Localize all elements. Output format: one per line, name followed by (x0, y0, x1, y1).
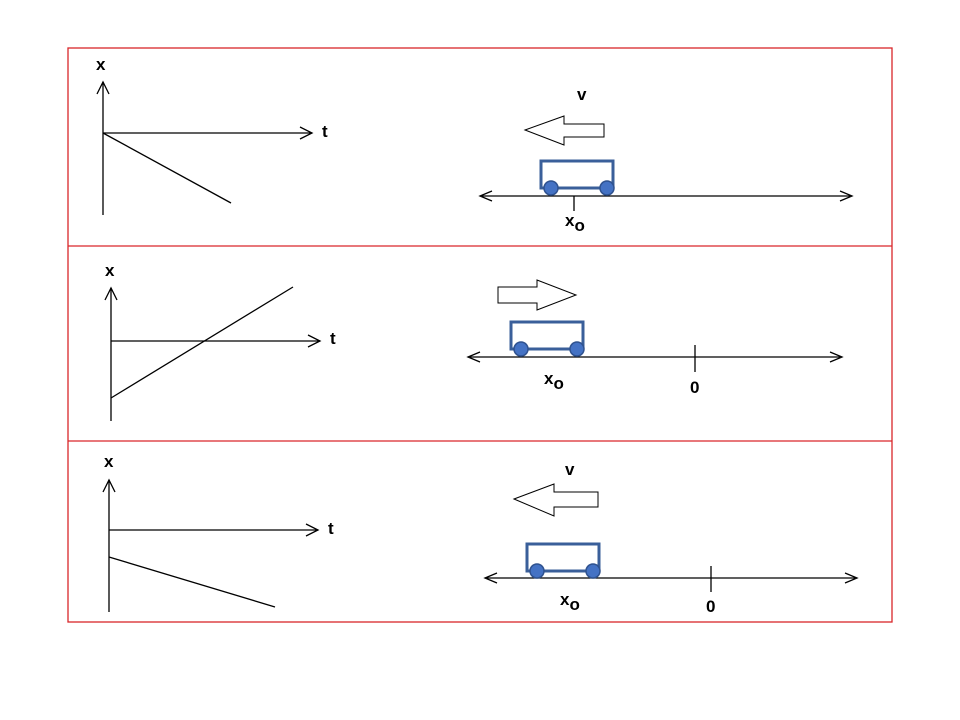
y-axis-label: x (105, 261, 115, 280)
graph-line (108, 556, 276, 608)
y-axis-label: x (96, 55, 106, 74)
track-arrowhead-left (483, 572, 498, 584)
panel-2: x t xo 0 (104, 261, 844, 421)
t-axis-arrowhead (299, 126, 314, 140)
track-arrowhead-right (839, 190, 854, 202)
origin-label: 0 (706, 597, 715, 616)
cart-wheel-right (569, 341, 585, 357)
track-arrowhead-right (829, 351, 844, 363)
t-axis-arrowhead (307, 334, 322, 348)
velocity-label: v (565, 460, 575, 479)
track-arrowhead-left (478, 190, 493, 202)
origin-label: 0 (690, 378, 699, 397)
position-time-graph-3: x t (102, 452, 334, 612)
cart-wheel-right (585, 563, 601, 579)
track-arrowhead-left (466, 351, 481, 363)
cart-scene-2: xo 0 (466, 279, 844, 397)
panel-1: x t v xo (96, 55, 854, 235)
cart-wheel-right (599, 180, 615, 196)
velocity-arrow-left (523, 115, 605, 146)
x0-label: xo (560, 590, 580, 614)
cart-scene-1: v xo (478, 85, 854, 235)
position-time-graph-1: x t (96, 55, 328, 215)
t-axis-arrowhead (305, 523, 320, 537)
cart-scene-3: v xo 0 (483, 460, 859, 616)
velocity-label: v (577, 85, 587, 104)
y-axis-arrowhead (104, 286, 118, 301)
graph-line (102, 132, 232, 204)
t-axis-label: t (322, 122, 328, 141)
y-axis-arrowhead (102, 478, 116, 493)
frame-border (67, 47, 893, 623)
panel-3: x t v xo 0 (102, 452, 859, 616)
track-arrowhead-right (844, 572, 859, 584)
velocity-arrow-right (497, 279, 578, 311)
cart-wheel-left (529, 563, 545, 579)
y-axis-label: x (104, 452, 114, 471)
cart-wheel-left (543, 180, 559, 196)
cart-wheel-left (513, 341, 529, 357)
panel-frame (67, 47, 893, 623)
graph-line (110, 286, 294, 399)
velocity-arrow-left (512, 483, 599, 517)
position-time-graph-2: x t (104, 261, 336, 421)
x0-label: xo (544, 369, 564, 393)
t-axis-label: t (330, 329, 336, 348)
x0-label: xo (565, 211, 585, 235)
t-axis-label: t (328, 519, 334, 538)
y-axis-arrowhead (96, 80, 110, 95)
